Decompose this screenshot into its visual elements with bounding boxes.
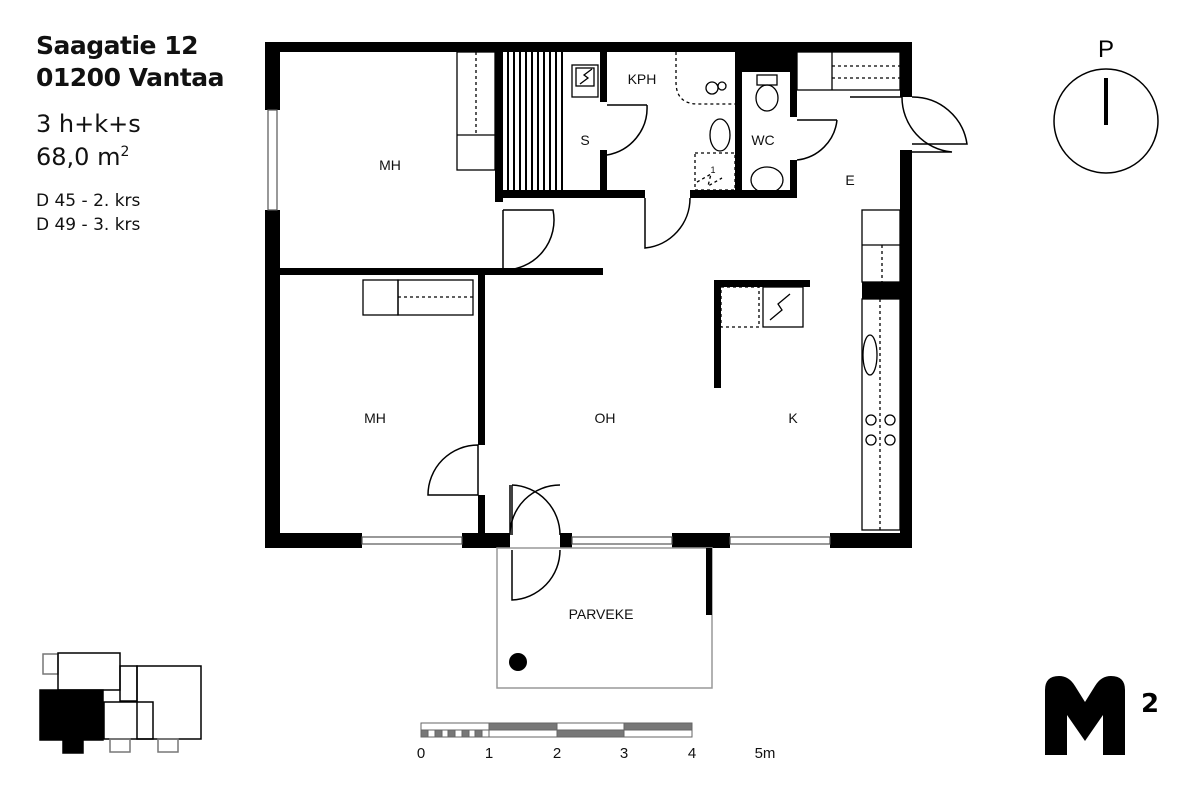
room-label-e: E (845, 172, 854, 188)
scale-label: 5m (755, 745, 776, 762)
scale-bar (420, 722, 693, 738)
scale-labels: 0 1 2 3 4 5m (417, 745, 776, 762)
area-value: 68,0 m (36, 143, 121, 171)
scale-label: 1 (485, 745, 493, 762)
room-label-oh: OH (595, 410, 616, 426)
apartment-type: 3 h+k+s (36, 110, 141, 138)
windows (267, 109, 831, 545)
scale-label: 2 (553, 745, 561, 762)
room-label-kph: KPH (628, 71, 657, 87)
compass: P (1053, 36, 1159, 174)
interior-walls (280, 52, 900, 535)
sauna-benches (507, 52, 563, 190)
address-city: 01200 Vantaa (36, 63, 225, 92)
building-key-map (39, 652, 202, 754)
room-label-mh: MH (379, 157, 401, 173)
room-label-wc: WC (751, 132, 774, 148)
logo-sup: 2 (1141, 689, 1159, 719)
room-label-mh: MH (364, 410, 386, 426)
compass-label: P (1098, 36, 1114, 63)
scale-label: 3 (620, 745, 628, 762)
room-label-parveke: PARVEKE (569, 606, 634, 622)
balcony (496, 547, 713, 689)
room-label-s: S (580, 132, 589, 148)
room-label-k: K (788, 410, 798, 426)
address-street: Saagatie 12 (36, 31, 198, 60)
floor-item: D 49 - 3. krs (36, 215, 141, 235)
apartment-info: Saagatie 12 01200 Vantaa 3 h+k+s 68,0 m2… (36, 30, 225, 237)
area-unit-sup: 2 (120, 144, 130, 160)
scale-label: 4 (688, 745, 696, 762)
room-labels: MH MH KPH S WC E OH K PARVEKE 1 (364, 71, 855, 622)
floor-list: D 45 - 2. krs D 49 - 3. krs (36, 189, 224, 237)
shower-number: 1 (710, 165, 715, 175)
outer-walls (265, 42, 912, 548)
doors (427, 96, 968, 601)
floor-item: D 45 - 2. krs (36, 191, 141, 211)
fixtures (362, 51, 901, 531)
m2-logo: 2 (1045, 676, 1159, 755)
apartment-area: 68,0 m2 (36, 138, 224, 171)
scale-label: 0 (417, 745, 425, 762)
